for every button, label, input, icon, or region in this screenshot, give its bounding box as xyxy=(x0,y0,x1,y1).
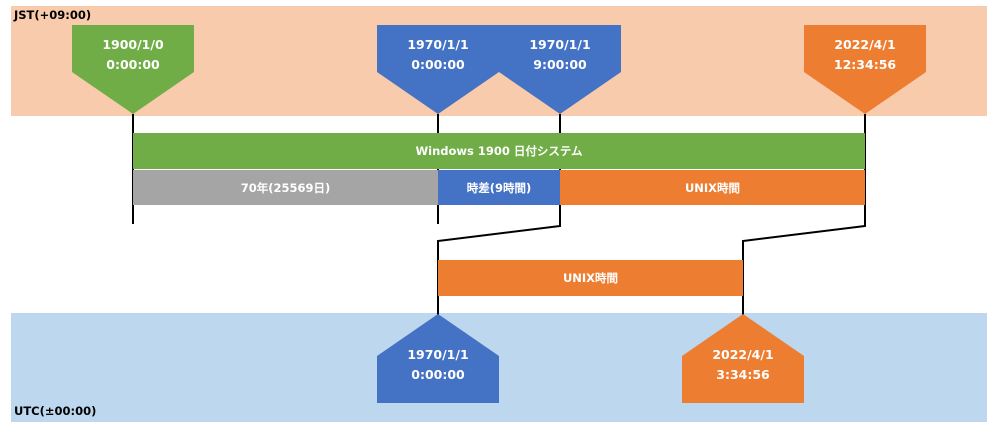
marker-date: 1900/1/0 xyxy=(102,37,164,52)
unix-time-utc-bar: UNIX時間 xyxy=(438,260,743,296)
utc-zone-label: UTC(±00:00) xyxy=(14,404,97,418)
marker-1970-utc: 1970/1/1 0:00:00 xyxy=(377,314,499,404)
marker-date: 2022/4/1 xyxy=(834,37,896,52)
marker-2022-utc: 2022/4/1 3:34:56 xyxy=(682,314,804,404)
marker-time: 0:00:00 xyxy=(106,57,160,72)
marker-2022-jst: 2022/4/1 12:34:56 xyxy=(804,25,926,115)
time-difference-bar: 時差(9時間) xyxy=(438,170,560,205)
marker-time: 0:00:00 xyxy=(411,57,465,72)
marker-time: 0:00:00 xyxy=(411,367,465,382)
marker-time: 3:34:56 xyxy=(716,367,770,382)
marker-date: 1970/1/1 xyxy=(529,37,591,52)
unix-time-utc-label: UNIX時間 xyxy=(562,271,619,285)
unix-time-jst-bar: UNIX時間 xyxy=(560,170,865,205)
marker-time: 9:00:00 xyxy=(533,57,587,72)
time-difference-label: 時差(9時間) xyxy=(466,180,532,195)
windows-date-system-label: Windows 1900 日付システム xyxy=(415,144,583,158)
utc-band xyxy=(11,313,987,422)
unix-time-jst-label: UNIX時間 xyxy=(684,180,741,195)
marker-date: 2022/4/1 xyxy=(712,347,774,362)
seventy-years-label: 70年(25569日) xyxy=(240,180,331,195)
marker-1970-9h-jst: 1970/1/1 9:00:00 xyxy=(499,25,621,115)
windows-date-system-bar: Windows 1900 日付システム xyxy=(133,133,865,169)
seventy-years-bar: 70年(25569日) xyxy=(133,170,438,205)
marker-1900-jst: 1900/1/0 0:00:00 xyxy=(72,25,194,115)
diagonal-unix-end xyxy=(742,224,866,316)
marker-date: 1970/1/1 xyxy=(407,37,469,52)
marker-time: 12:34:56 xyxy=(833,57,897,72)
jst-zone-label: JST(+09:00) xyxy=(14,8,92,22)
marker-1970-jst: 1970/1/1 0:00:00 xyxy=(377,25,499,115)
marker-date: 1970/1/1 xyxy=(407,347,469,362)
